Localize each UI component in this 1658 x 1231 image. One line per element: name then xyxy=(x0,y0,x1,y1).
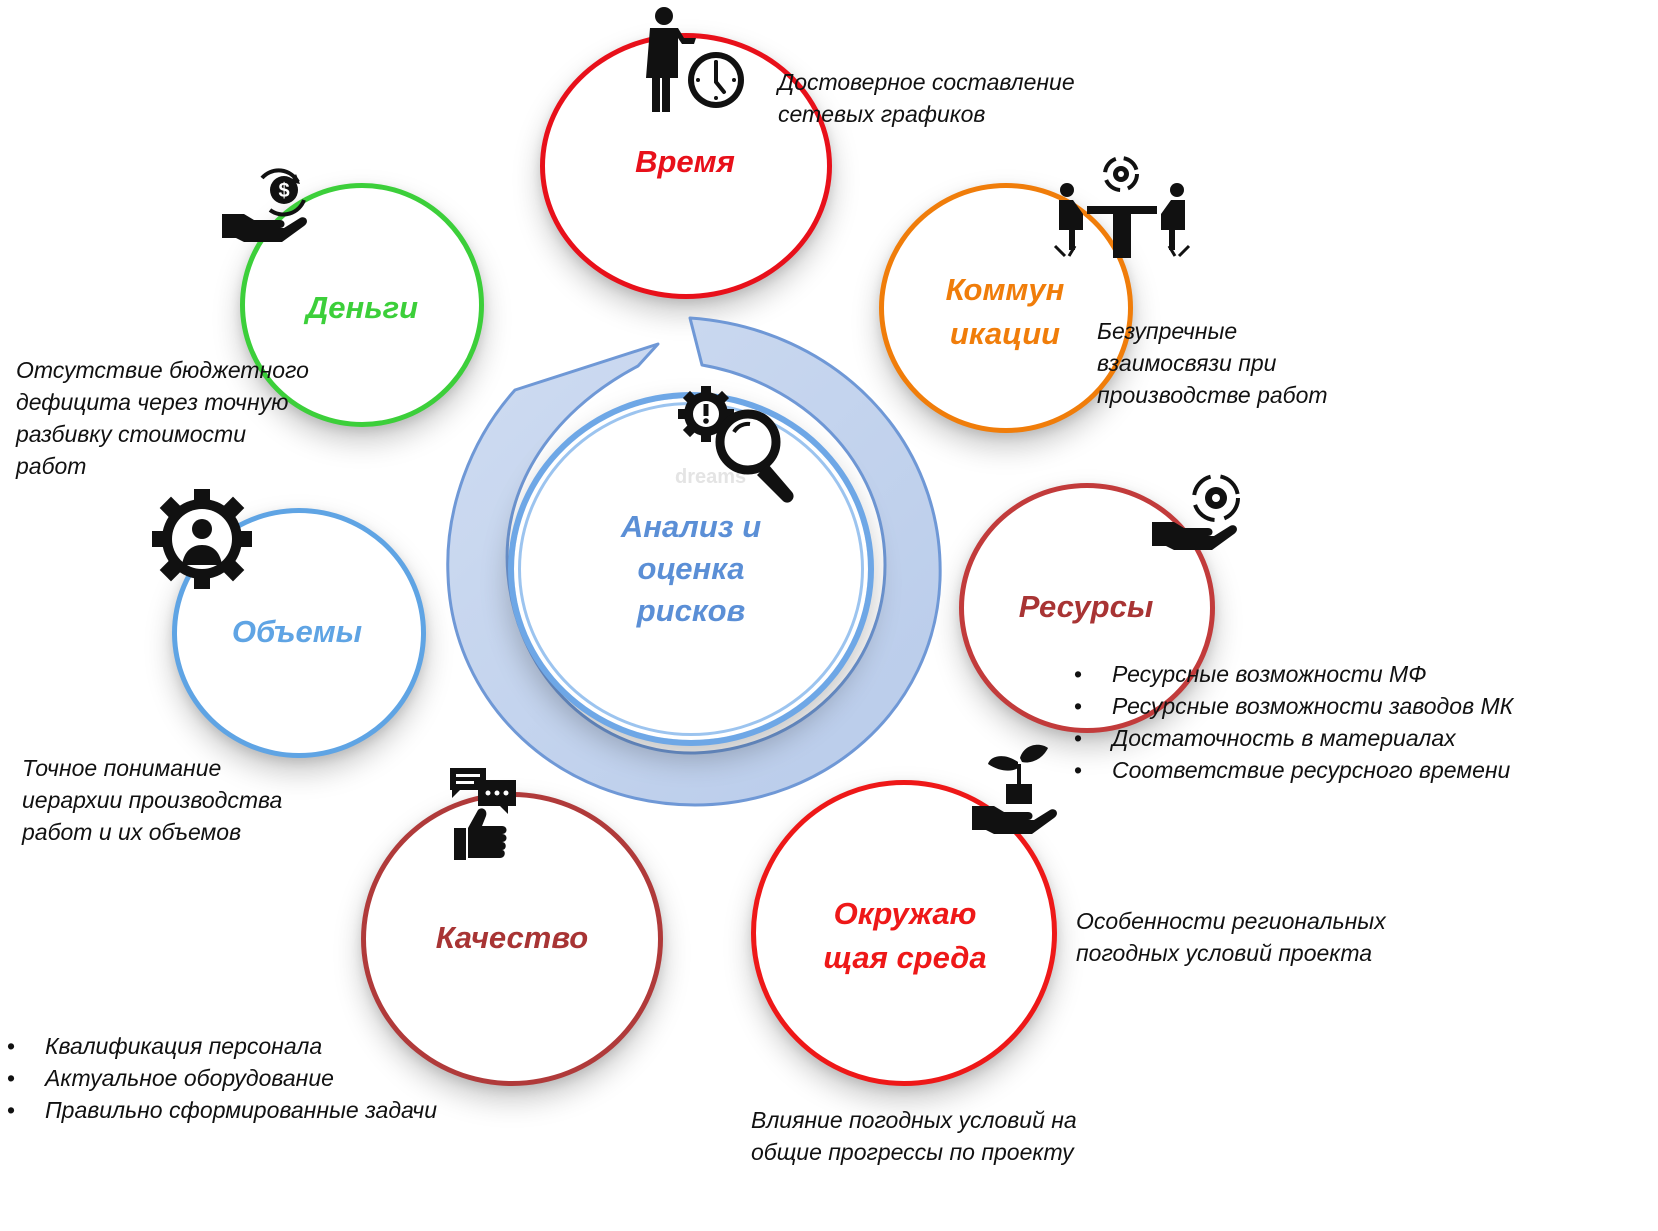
label-communications: Коммун икации xyxy=(945,272,1065,351)
ring-center xyxy=(508,392,874,746)
note-time: Достоверное составление сетевых графиков xyxy=(778,69,1075,127)
ring-time xyxy=(540,33,832,299)
label-center: Анализ и оценка рисков xyxy=(620,509,762,628)
note-environment-bottom: Влияние погодных условий на общие прогре… xyxy=(751,1107,1077,1165)
label-resources: Ресурсы xyxy=(1018,589,1154,624)
businessman-clock-icon xyxy=(646,7,744,112)
hand-gear-icon xyxy=(1152,474,1240,550)
gear-person-icon xyxy=(152,489,252,589)
quality-item: Актуальное оборудование xyxy=(7,1062,437,1094)
label-environment: Окружаю щая среда xyxy=(823,896,987,975)
note-environment-right: Особенности региональных погодных услови… xyxy=(1076,908,1386,966)
meeting-table-gear-icon xyxy=(1053,156,1191,258)
hand-dollar-coin-icon: $ xyxy=(222,168,307,242)
label-money: Деньги xyxy=(305,290,419,325)
resources-item: Ресурсные возможности заводов МК xyxy=(1074,690,1513,722)
quality-list: Квалификация персонала Актуальное оборуд… xyxy=(7,1030,437,1126)
quality-item: Квалификация персонала xyxy=(7,1030,437,1062)
quality-item: Правильно сформированные задачи xyxy=(7,1094,437,1126)
swirl-arrow xyxy=(446,316,942,807)
hand-plant-icon xyxy=(972,744,1057,834)
label-volumes: Объемы xyxy=(231,614,363,649)
magnifier-gear-icon xyxy=(678,386,794,503)
svg-text:$: $ xyxy=(278,180,289,202)
resources-item: Ресурсные возможности МФ xyxy=(1074,658,1513,690)
ring-communications xyxy=(879,183,1133,433)
resources-list: Ресурсные возможности МФ Ресурсные возмо… xyxy=(1074,658,1513,786)
thumbs-up-chat-icon xyxy=(450,768,516,860)
resources-item: Достаточность в материалах xyxy=(1074,722,1513,754)
label-quality: Качество xyxy=(435,920,589,955)
note-money: Отсутствие бюджетного дефицита через точ… xyxy=(16,357,309,479)
note-volumes: Точное понимание иерархии производства р… xyxy=(22,755,283,845)
center-watermark: dreams xyxy=(675,466,747,488)
resources-item: Соответствие ресурсного времени xyxy=(1074,754,1513,786)
note-communications: Безупречные взаимосвязи при производстве… xyxy=(1097,318,1328,408)
label-time: Время xyxy=(635,144,735,179)
